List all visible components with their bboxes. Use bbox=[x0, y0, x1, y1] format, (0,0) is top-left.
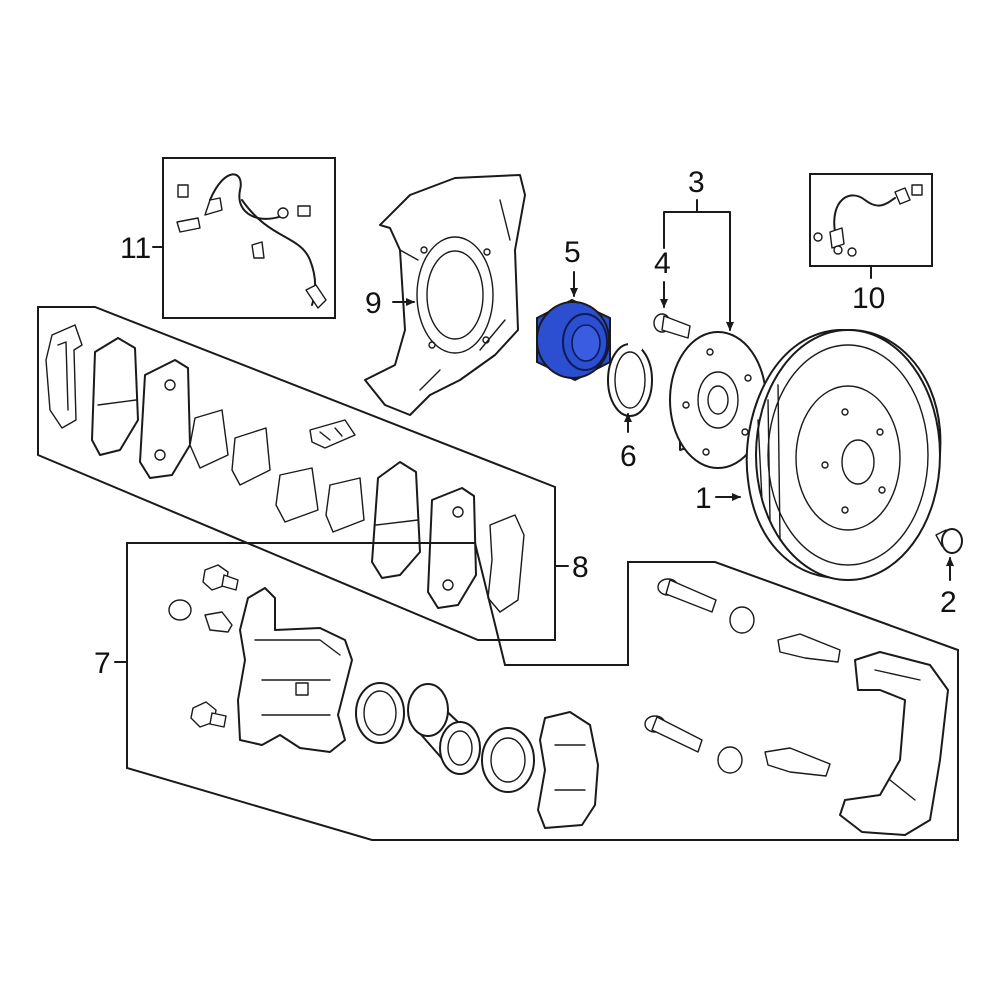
abs-sensor-wire bbox=[176, 173, 327, 309]
wheel-bearing[interactable] bbox=[536, 298, 611, 382]
pad-shim-2 bbox=[189, 409, 229, 469]
abs-sensor-group[interactable] bbox=[162, 157, 336, 319]
pad-retainer-clip-upper bbox=[777, 633, 841, 663]
callout-7: 7 bbox=[94, 647, 111, 680]
callout-2: 2 bbox=[940, 586, 957, 619]
pad-retainer-clip-lower bbox=[764, 747, 831, 777]
piston-dust-boot bbox=[481, 727, 535, 793]
brake-pad-outer-2 bbox=[371, 461, 421, 579]
pad-shim-3 bbox=[231, 427, 271, 486]
piston-seal bbox=[355, 682, 405, 744]
bleeder-cap bbox=[168, 599, 192, 621]
callout-8: 8 bbox=[572, 551, 589, 584]
callout-6: 6 bbox=[620, 440, 637, 473]
callout-9: 9 bbox=[365, 287, 382, 320]
caliper-piston bbox=[407, 683, 481, 775]
caliper-bracket-plate bbox=[537, 711, 599, 829]
pad-shim-left bbox=[45, 324, 83, 429]
bleeder-screw bbox=[204, 611, 233, 633]
brake-hose-group[interactable] bbox=[809, 173, 933, 267]
callout-5: 5 bbox=[564, 236, 581, 269]
pad-shim-4 bbox=[275, 467, 319, 523]
brake-rotor[interactable] bbox=[745, 329, 942, 581]
guide-pin-boot-lower bbox=[717, 746, 743, 774]
brake-pad-inner-1 bbox=[139, 359, 191, 479]
callout-4: 4 bbox=[654, 247, 671, 280]
rotor-retaining-screw[interactable] bbox=[935, 528, 963, 554]
brake-pad-inner-2 bbox=[427, 487, 477, 609]
snap-ring[interactable] bbox=[607, 340, 653, 417]
brake-pad-outer-1 bbox=[91, 337, 139, 456]
caliper-body bbox=[237, 587, 353, 753]
caliper-bolt-upper bbox=[202, 564, 239, 591]
pad-wear-clip bbox=[309, 419, 356, 449]
wheel-hub[interactable] bbox=[669, 331, 767, 469]
callout-3: 3 bbox=[688, 166, 705, 199]
callout-11: 11 bbox=[120, 232, 151, 265]
brake-hose bbox=[813, 184, 923, 257]
callout-1: 1 bbox=[695, 482, 712, 515]
pad-shim-5 bbox=[325, 477, 365, 533]
brake-splash-shield[interactable] bbox=[364, 174, 526, 416]
caliper-mounting-bracket bbox=[839, 651, 949, 836]
caliper-assembly-group[interactable] bbox=[126, 542, 959, 841]
guide-pin-upper bbox=[657, 578, 717, 613]
guide-pin-lower bbox=[644, 715, 703, 753]
brake-pad-kit-group[interactable] bbox=[37, 306, 556, 641]
hub-bolt[interactable] bbox=[653, 313, 691, 339]
callout-10: 10 bbox=[852, 282, 885, 315]
guide-pin-boot-upper bbox=[729, 606, 755, 634]
caliper-bolt-lower bbox=[190, 701, 227, 728]
pad-shim-right bbox=[487, 514, 525, 613]
